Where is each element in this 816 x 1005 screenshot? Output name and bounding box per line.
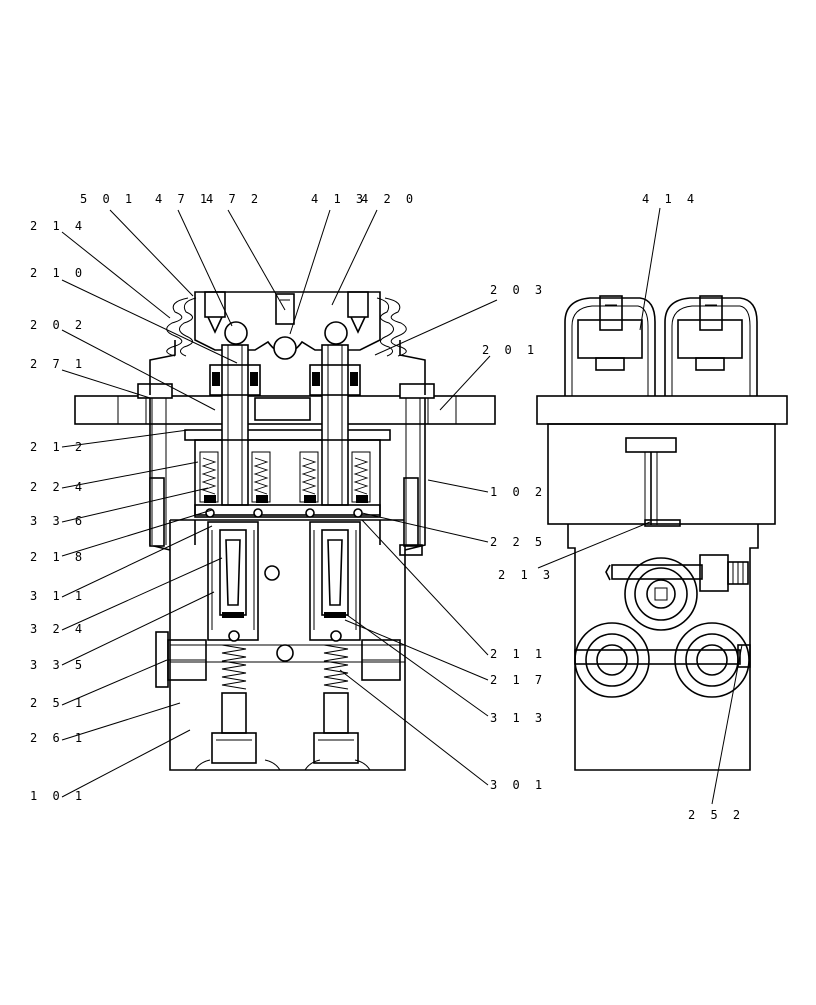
callout-301: 3 0 1 <box>490 778 546 792</box>
center-bolt <box>275 293 295 325</box>
port-fitting-right <box>313 732 359 764</box>
callout-413: 4 1 3 <box>311 192 367 206</box>
lever-boot-left <box>564 297 656 396</box>
callout-336: 3 3 6 <box>30 514 86 528</box>
callout-472: 4 7 2 <box>206 192 262 206</box>
callout-414: 4 1 4 <box>642 192 698 206</box>
callout-213: 2 1 3 <box>498 568 554 582</box>
callout-420: 4 2 0 <box>361 192 417 206</box>
pusher-left <box>221 344 249 506</box>
callout-252: 2 5 2 <box>688 808 744 822</box>
port-upper <box>624 557 698 631</box>
side-casing <box>547 423 776 525</box>
lever-boot-right <box>664 297 758 396</box>
spring-313-right <box>323 644 349 690</box>
side-flange <box>536 395 788 425</box>
pivot-pin <box>273 336 297 360</box>
callout-313: 3 1 3 <box>490 711 546 725</box>
mounting-flange <box>74 395 496 425</box>
callout-471: 4 7 1 <box>155 192 211 206</box>
plug-251 <box>155 631 169 688</box>
port-lower-right <box>674 622 750 698</box>
callout-501: 5 0 1 <box>80 192 136 206</box>
callout-271: 2 7 1 <box>30 357 86 371</box>
callout-214: 2 1 4 <box>30 219 86 233</box>
callout-101: 1 0 1 <box>30 789 86 803</box>
side-body <box>567 524 759 771</box>
callout-261: 2 6 1 <box>30 731 86 745</box>
plug-252 <box>737 644 751 668</box>
section-view <box>74 291 496 771</box>
o-ring-225 <box>353 508 363 518</box>
port-fitting-left <box>211 732 257 764</box>
callout-224: 2 2 4 <box>30 480 86 494</box>
spring-224-a <box>201 457 217 495</box>
callout-212: 2 1 2 <box>30 440 86 454</box>
spring-313-left <box>221 644 247 690</box>
callout-labels: 5 0 1 4 7 1 4 7 2 4 1 3 4 2 0 2 1 4 2 1 … <box>30 192 744 822</box>
callout-225: 2 2 5 <box>490 535 546 549</box>
ball-left <box>224 321 248 345</box>
callout-311: 3 1 1 <box>30 589 86 603</box>
callout-324: 3 2 4 <box>30 622 86 636</box>
callout-335: 3 3 5 <box>30 658 86 672</box>
callout-201: 2 0 1 <box>482 343 538 357</box>
ball-right <box>324 321 348 345</box>
callout-251: 2 5 1 <box>30 696 86 710</box>
callout-218: 2 1 8 <box>30 550 86 564</box>
callout-210: 2 1 0 <box>30 266 86 280</box>
side-view <box>536 295 788 771</box>
callout-217: 2 1 7 <box>490 673 546 687</box>
pusher-right <box>321 344 349 506</box>
callout-203: 2 0 3 <box>490 283 546 297</box>
bolt-head-left <box>137 383 173 399</box>
callout-211: 2 1 1 <box>490 647 546 661</box>
bolt-head-right <box>399 383 435 399</box>
casing <box>149 395 426 551</box>
boot-right <box>384 297 407 357</box>
leader-lines <box>61 207 743 805</box>
callout-202: 2 0 2 <box>30 318 86 332</box>
callout-102: 1 0 2 <box>490 485 546 499</box>
